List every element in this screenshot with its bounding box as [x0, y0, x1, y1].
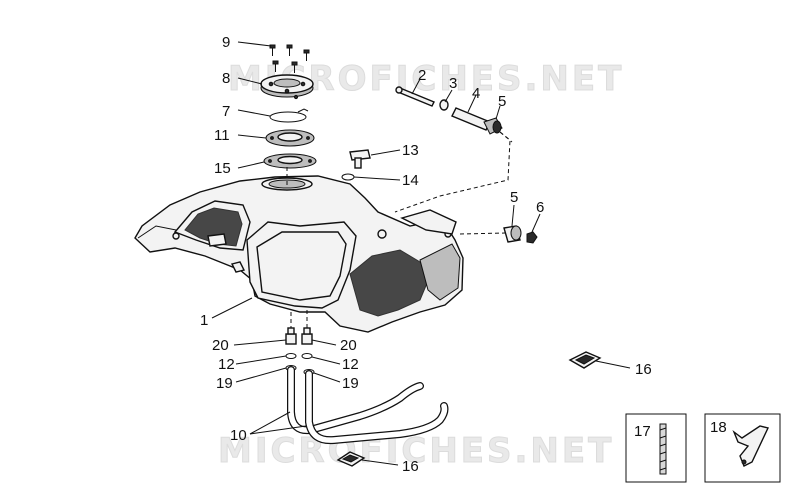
- callout-6: 6: [536, 199, 544, 216]
- callout-8: 8: [222, 70, 230, 87]
- callout-19-left: 19: [216, 375, 233, 392]
- callout-10: 10: [230, 427, 247, 444]
- callout-18: 18: [710, 419, 727, 436]
- leader-lines: [211, 41, 631, 466]
- clip: [341, 173, 355, 181]
- callout-19-right: 19: [342, 375, 359, 392]
- callout-5-side: 5: [510, 189, 518, 206]
- callout-3: 3: [449, 75, 457, 92]
- mounting-bracket: [732, 425, 769, 467]
- part-17-box: [625, 413, 687, 483]
- callout-16-bottom: 16: [402, 458, 419, 475]
- rubber-pad-bottom: [336, 451, 366, 467]
- callout-12-left: 12: [218, 356, 235, 373]
- rubber-bush-top: [483, 117, 503, 135]
- callout-13: 13: [402, 142, 419, 159]
- callout-20-left: 20: [212, 337, 229, 354]
- callout-15: 15: [214, 160, 231, 177]
- washers-12: [285, 353, 313, 359]
- nut: [526, 231, 538, 244]
- fitting-right: [301, 327, 313, 345]
- callout-2: 2: [418, 67, 426, 84]
- callout-11: 11: [214, 127, 230, 144]
- spacer-plate: [263, 153, 317, 169]
- filler-cap: [260, 74, 314, 100]
- rubber-bush-side: [503, 225, 522, 243]
- rubber-pad-right: [568, 351, 602, 369]
- callout-20-right: 20: [340, 337, 357, 354]
- callout-1: 1: [200, 312, 208, 329]
- tank-bracket: [400, 209, 457, 235]
- callout-12-right: 12: [342, 356, 359, 373]
- callout-9: 9: [222, 34, 230, 51]
- callout-7: 7: [222, 103, 230, 120]
- callout-17: 17: [634, 423, 651, 440]
- callout-4: 4: [472, 85, 480, 102]
- rod: [395, 86, 435, 107]
- o-ring: [269, 108, 309, 123]
- callout-14: 14: [402, 172, 419, 189]
- watermark-bottom: MICROFICHES.NET: [218, 431, 614, 471]
- bush-bolt: [349, 149, 371, 169]
- part-18-box: [704, 413, 781, 483]
- callout-labels: 9 8 7 11 15 2 3 4 5 13 14 5 6 1 20 20 12…: [200, 34, 727, 475]
- screws-set: [269, 44, 310, 73]
- hoses: [287, 366, 449, 445]
- fuel-tank: [134, 175, 464, 333]
- callout-16-right: 16: [635, 361, 652, 378]
- fitting-left: [285, 327, 297, 345]
- spacer-tube: [451, 107, 491, 131]
- washer: [439, 99, 449, 111]
- foam-strip: [659, 423, 667, 475]
- callout-5-top: 5: [498, 93, 506, 110]
- gasket-flange: [265, 129, 315, 147]
